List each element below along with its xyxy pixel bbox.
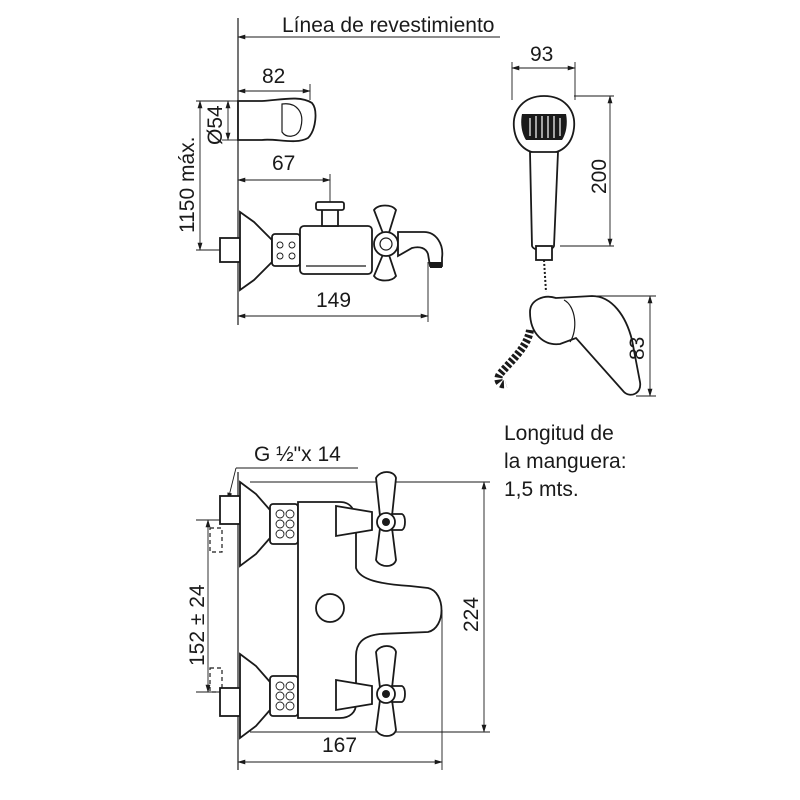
shower-head — [512, 95, 576, 293]
side-view: Línea de revestimiento 82 Ø54 1150 máx. … — [176, 14, 500, 325]
bottom-escutcheon — [219, 652, 299, 740]
top-cross-handle — [375, 471, 406, 567]
dim-shower-head-width: 93 — [530, 43, 553, 66]
hose-note-line-1: Longitud de — [504, 422, 614, 445]
dim-spout-diameter: Ø54 — [204, 105, 227, 145]
inlet-bottom-offset — [209, 667, 223, 693]
wall-spout — [237, 97, 317, 143]
dim-center-distance: 152 ± 24 — [186, 584, 209, 666]
dim-wall-to-valve: 67 — [272, 152, 295, 175]
bottom-cross-handle — [375, 645, 406, 737]
shower-holder — [494, 295, 642, 396]
mixer-side-profile — [219, 201, 444, 292]
wall-line-label: Línea de revestimiento — [282, 14, 494, 37]
hand-shower-view: 93 200 83 Longitud de — [494, 43, 656, 501]
dim-shower-head-length: 200 — [588, 159, 611, 194]
dim-overall-height: 224 — [460, 597, 483, 632]
hose-note-line-3: 1,5 mts. — [504, 478, 579, 501]
top-escutcheon — [219, 480, 299, 568]
dim-max-height: 1150 máx. — [176, 137, 199, 234]
dim-holder-height: 83 — [626, 337, 649, 360]
dim-overall-width: 167 — [322, 734, 357, 757]
mixer-body-front — [297, 501, 443, 719]
dim-spout-wall-width: 82 — [262, 65, 285, 88]
front-view: G ½"x 14 224 152 ± 24 — [186, 443, 490, 770]
hose-note-line-2: la manguera: — [504, 450, 627, 473]
thread-label: G ½"x 14 — [254, 443, 341, 466]
inlet-top-offset — [209, 527, 223, 553]
dim-depth: 149 — [316, 289, 351, 312]
thread-leader-arrow — [227, 467, 237, 501]
